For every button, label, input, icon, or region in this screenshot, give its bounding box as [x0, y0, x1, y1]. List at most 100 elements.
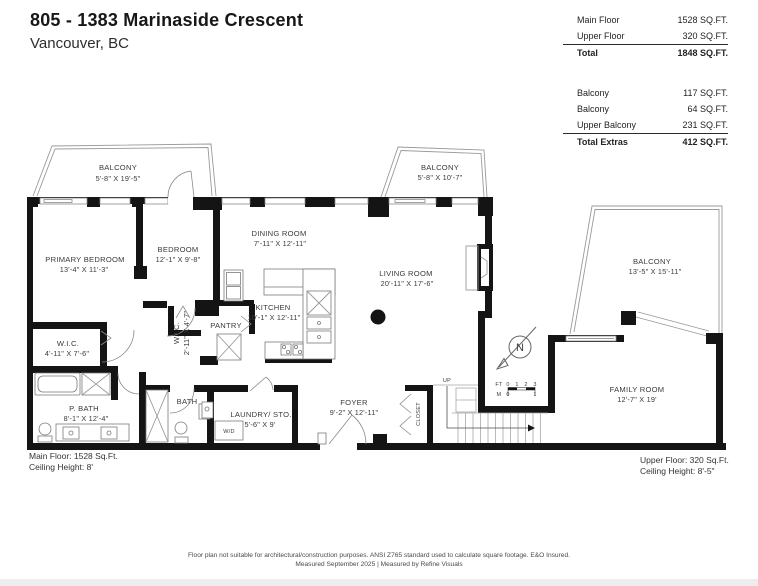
row-value: 64 SQ.FT.	[687, 104, 728, 114]
page-title: 805 - 1383 Marinaside Crescent	[30, 10, 304, 30]
upper-floor-note: Upper Floor: 320 Sq.Ft. Ceiling Height: …	[640, 455, 729, 477]
row-label: Total Extras	[577, 137, 628, 147]
scale-tick: 2	[524, 382, 527, 388]
table-row: Balcony 117 SQ.FT.	[563, 85, 728, 101]
room-label-closet: CLOSET	[416, 402, 422, 426]
entry-door-gap	[320, 443, 357, 450]
stairs-direction-arrow	[528, 424, 535, 432]
room-label-foyer: FOYER	[340, 398, 368, 407]
windows	[39, 197, 617, 342]
room-dims: 10'-1" X 12'-11"	[248, 313, 301, 322]
row-label: Main Floor	[577, 15, 620, 25]
room-dims: 5'-6" X 9'	[245, 420, 276, 429]
toilet	[38, 422, 52, 436]
row-value: 320 SQ.FT.	[682, 31, 728, 41]
stove-burners	[280, 343, 292, 356]
staircase	[433, 384, 548, 443]
disclaimer: Floor plan not suitable for architectura…	[0, 551, 758, 569]
balcony-outlines	[32, 143, 723, 337]
scale-tick: 3	[533, 382, 536, 388]
room-dims: 5'-8" X 10'-7"	[418, 173, 463, 182]
row-value: 1528 SQ.FT.	[677, 15, 728, 25]
upper-floor-ceiling: Ceiling Height: 8'-5"	[640, 466, 715, 476]
room-dims: 13'-5" X 15'-11"	[629, 267, 682, 276]
table-row: Balcony 64 SQ.FT.	[563, 101, 728, 117]
fireplace-niche	[465, 245, 489, 291]
row-label: Balcony	[577, 88, 610, 98]
room-label-wic2: W.I.C.	[172, 322, 181, 344]
main-floor-ceiling: Ceiling Height: 8'	[29, 462, 93, 472]
table-row-total-extras: Total Extras 412 SQ.FT.	[563, 133, 728, 150]
room-label-living: LIVING ROOM	[379, 269, 432, 278]
scale-m-label: M	[497, 392, 502, 398]
scale-tick: 0	[506, 392, 509, 398]
room-dims: 7'-11" X 12'-11"	[254, 239, 306, 248]
compass-n: N	[516, 342, 524, 354]
room-label-laundry: LAUNDRY/ STO.	[230, 410, 291, 419]
north-compass: N	[495, 326, 537, 370]
header: 805 - 1383 Marinaside Crescent Vancouver…	[30, 10, 303, 52]
row-label: Balcony	[577, 104, 610, 114]
disclaimer-line1: Floor plan not suitable for architectura…	[188, 552, 570, 559]
scale-tick: 0	[506, 382, 509, 388]
washer-dryer-box	[214, 420, 244, 441]
table-row-total: Total 1848 SQ.FT.	[563, 44, 728, 61]
column	[370, 309, 386, 325]
room-dims: 4'-11" X 7'-6"	[45, 349, 90, 358]
room-dims: 13'-4" X 11'-3"	[60, 265, 109, 274]
balcony-door-gap	[168, 197, 193, 204]
room-label-pantry: PANTRY	[210, 321, 242, 330]
table-row: Upper Balcony 231 SQ.FT.	[563, 117, 728, 133]
row-value: 231 SQ.FT.	[682, 120, 728, 130]
room-label-wic: W.I.C.	[57, 339, 79, 348]
room-dims: 2'-11" X 4'-7"	[182, 311, 191, 356]
room-dims: 9'-2" X 12'-11"	[330, 408, 379, 417]
room-label-family: FAMILY ROOM	[610, 385, 665, 394]
room-label-bath: BATH	[177, 397, 198, 406]
row-value: 412 SQ.FT.	[682, 137, 728, 147]
room-label-dining: DINING ROOM	[251, 229, 306, 238]
room-dims: 5'-8" X 19'-5"	[96, 174, 141, 183]
row-value: 117 SQ.FT.	[683, 88, 728, 98]
room-dims: 20'-11" X 17'-6"	[381, 279, 434, 288]
row-label: Upper Balcony	[577, 120, 637, 130]
row-label: Total	[577, 48, 598, 58]
upper-floor-area: Upper Floor: 320 Sq.Ft.	[640, 455, 729, 465]
door-swings	[100, 170, 412, 445]
bottom-bar	[0, 579, 758, 586]
room-dims: 12'-1" X 9'-8"	[156, 255, 201, 264]
room-label-balcony: BALCONY	[421, 163, 459, 172]
room-label-balcony: BALCONY	[633, 257, 671, 266]
compass-arrowhead	[495, 357, 509, 370]
up-label: UP	[443, 378, 451, 384]
scale-tick: 1	[533, 392, 536, 398]
room-label-primary-bedroom: PRIMARY BEDROOM	[45, 255, 124, 264]
room-label-primary-bath: P. BATH	[69, 404, 99, 413]
main-floor-note: Main Floor: 1528 Sq.Ft. Ceiling Height: …	[29, 451, 118, 473]
main-floor-area: Main Floor: 1528 Sq.Ft.	[29, 451, 118, 461]
bath-door-gap	[170, 385, 194, 392]
table-row: Upper Floor 320 SQ.FT.	[563, 28, 728, 44]
room-label-bedroom: BEDROOM	[158, 245, 199, 254]
toilet	[174, 421, 188, 435]
laundry-door-gap	[248, 385, 274, 392]
washer-dryer-label: W/D	[223, 429, 235, 435]
kitchen-fixtures	[223, 268, 336, 360]
room-dims: 12'-7" X 19'	[617, 395, 657, 404]
row-value: 1848 SQ.FT.	[677, 48, 728, 58]
storage-stall	[216, 333, 242, 361]
laundry-fixtures	[201, 401, 244, 441]
area-summary-table: Main Floor 1528 SQ.FT. Upper Floor 320 S…	[563, 12, 728, 150]
room-dims: 8'-1" X 12'-4"	[64, 414, 109, 423]
room-label-kitchen: KITCHEN	[255, 303, 290, 312]
scale-ft-label: FT	[495, 382, 503, 388]
table-row: Main Floor 1528 SQ.FT.	[563, 12, 728, 28]
room-label-balcony: BALCONY	[99, 163, 137, 172]
primary-bath-fixtures	[34, 372, 130, 443]
scale-bar: FT 0 1 2 3 M 0 1	[495, 382, 536, 398]
scale-tick: 1	[515, 382, 518, 388]
disclaimer-line2: Measured September 2025 | Measured by Re…	[295, 561, 463, 568]
row-label: Upper Floor	[577, 31, 625, 41]
room-labels: BALCONY 5'-8" X 19'-5" BALCONY 5'-8" X 1…	[45, 163, 682, 435]
